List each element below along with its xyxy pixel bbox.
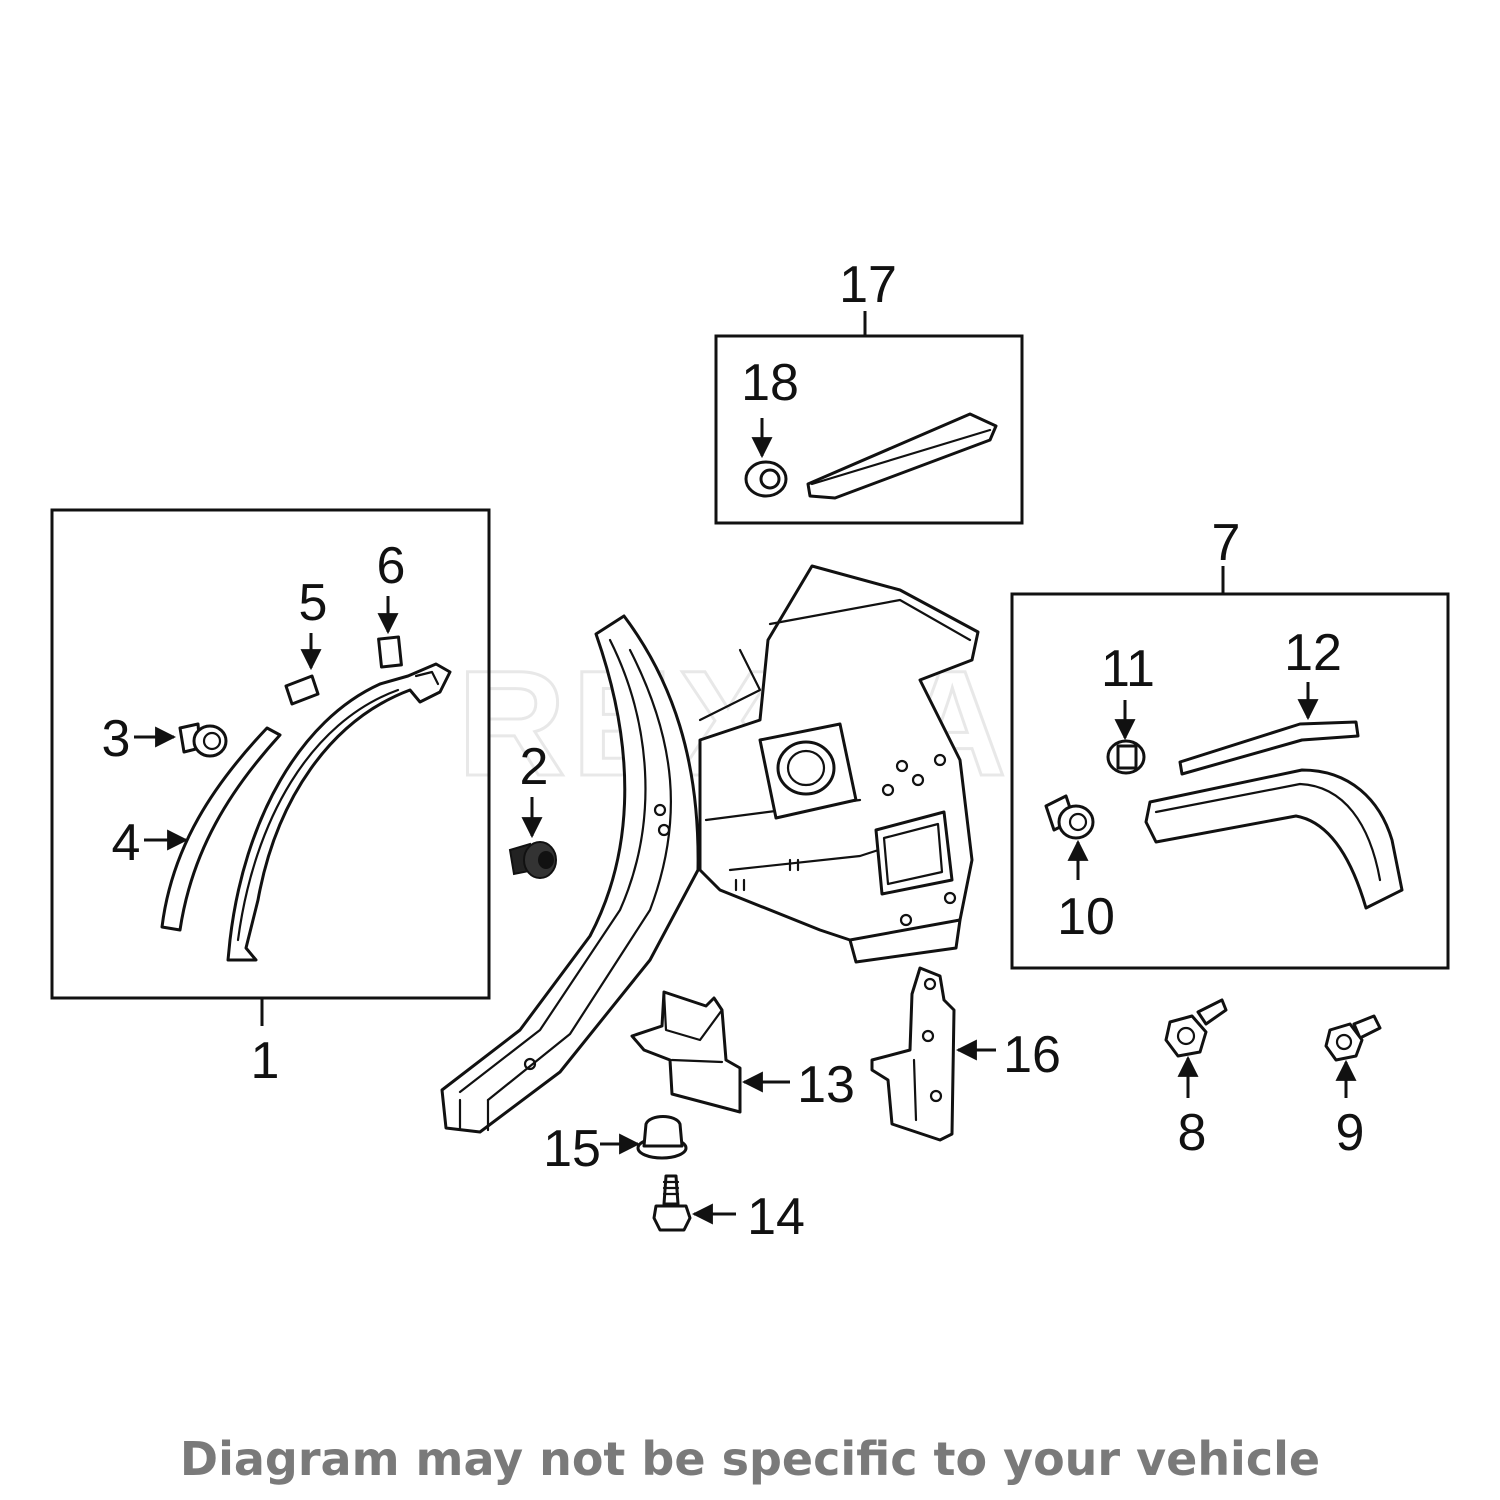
grommet-part-18 xyxy=(744,460,788,498)
clip-part-2 xyxy=(508,841,557,879)
group-1: 1 6 5 3 4 xyxy=(50,508,491,1090)
nut-part-15 xyxy=(636,1115,688,1160)
group-17-box xyxy=(714,334,1024,525)
bracket-part-13 xyxy=(630,990,742,1114)
molding-part-4 xyxy=(160,726,282,932)
callout-7: 7 xyxy=(1212,514,1241,572)
callout-14: 14 xyxy=(747,1188,805,1246)
tape-part-5 xyxy=(284,674,320,706)
group-7: 7 11 12 10 xyxy=(1010,514,1450,970)
callout-13: 13 xyxy=(797,1056,855,1114)
callout-3: 3 xyxy=(102,710,131,768)
bolt-part-9 xyxy=(1324,1014,1382,1062)
callout-1: 1 xyxy=(251,1032,280,1090)
callout-18: 18 xyxy=(741,354,799,412)
callout-12: 12 xyxy=(1284,624,1342,682)
molding-part-12 xyxy=(1178,720,1360,776)
callout-17: 17 xyxy=(839,256,897,314)
bolt-part-8 xyxy=(1164,998,1228,1058)
callout-4: 4 xyxy=(112,814,141,872)
clip-part-10 xyxy=(1044,794,1095,840)
callout-6: 6 xyxy=(377,537,406,595)
disclaimer-footer: Diagram may not be specific to your vehi… xyxy=(179,1432,1321,1486)
bolt-part-14 xyxy=(652,1174,692,1232)
flare-part-7 xyxy=(1144,768,1404,910)
callout-5: 5 xyxy=(299,574,328,632)
group-17: 17 18 xyxy=(714,256,1024,525)
bracket-part-16 xyxy=(870,966,956,1142)
callout-9: 9 xyxy=(1336,1104,1365,1162)
callout-10: 10 xyxy=(1057,888,1115,946)
clip-part-6 xyxy=(377,635,403,669)
wheel-arch-molding xyxy=(226,662,452,962)
callout-8: 8 xyxy=(1178,1104,1207,1162)
callout-11: 11 xyxy=(1101,640,1155,698)
clip-part-11 xyxy=(1106,739,1146,775)
group-7-box xyxy=(1010,592,1450,970)
clip-part-3 xyxy=(178,722,228,758)
callout-2: 2 xyxy=(520,738,549,796)
group-1-box xyxy=(50,508,491,1000)
callout-16: 16 xyxy=(1003,1026,1061,1084)
callout-15: 15 xyxy=(543,1120,601,1178)
fuel-door-opening xyxy=(758,722,858,820)
quarter-inner-panel xyxy=(440,564,980,1134)
